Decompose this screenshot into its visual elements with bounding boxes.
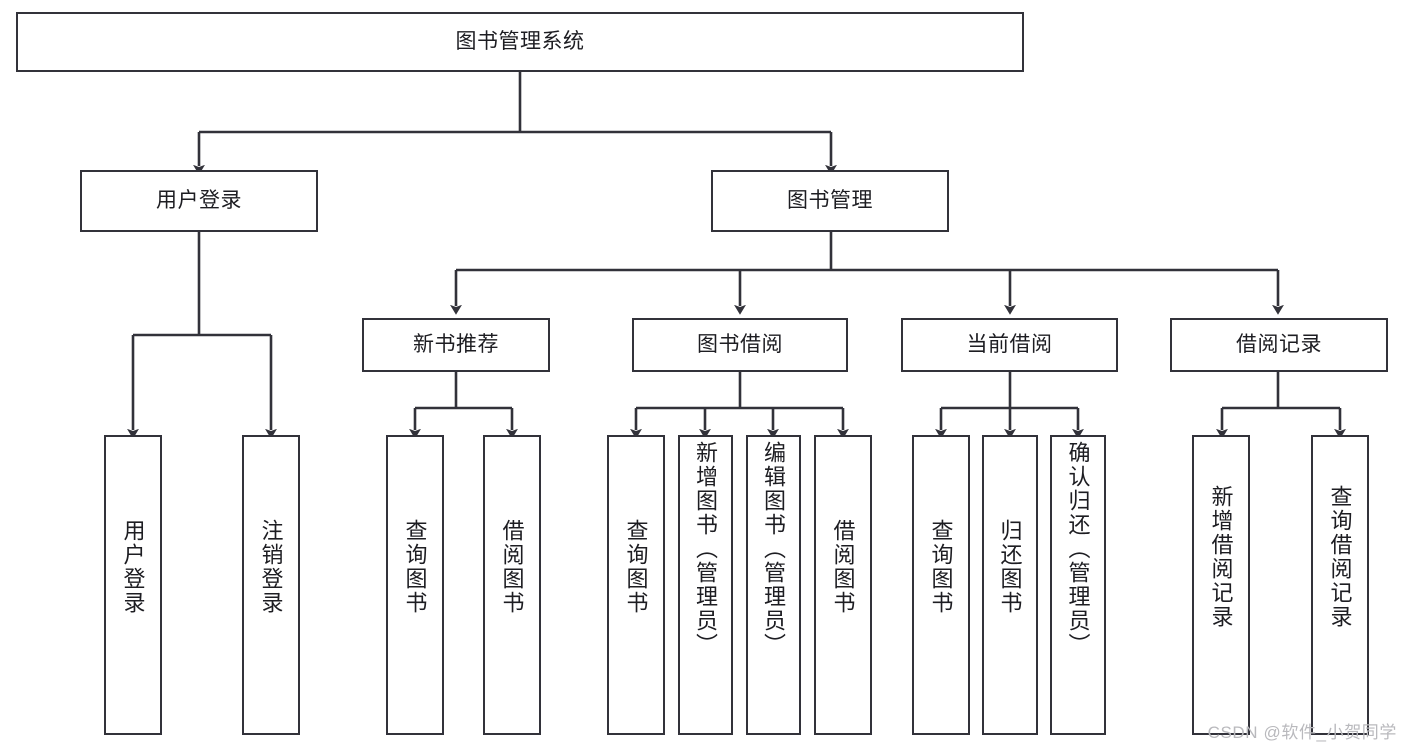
leaf-user-login-2[interactable]: 注销登录 [242,435,300,735]
node-new-book-recommend[interactable]: 新书推荐 [362,318,550,372]
node-borrow-record[interactable]: 借阅记录 [1170,318,1388,372]
leaf-borrow-record-1[interactable]: 新增借阅记录 [1192,435,1250,735]
leaf-new-book-2-label: 借阅图书 [499,519,525,615]
leaf-current-borrow-1-label: 查询图书 [928,519,954,615]
leaf-new-book-2[interactable]: 借阅图书 [483,435,541,735]
leaf-book-borrow-2-label: 新增图书（管理员） [693,441,719,657]
leaf-borrow-record-2-label: 查询借阅记录 [1327,485,1353,629]
node-user-login[interactable]: 用户登录 [80,170,318,232]
leaf-current-borrow-3[interactable]: 确认归还（管理员） [1050,435,1106,735]
leaf-book-borrow-1-label: 查询图书 [623,519,649,615]
leaf-user-login-1-label: 用户登录 [120,519,146,615]
leaf-new-book-1[interactable]: 查询图书 [386,435,444,735]
leaf-book-borrow-4[interactable]: 借阅图书 [814,435,872,735]
leaf-new-book-1-label: 查询图书 [402,519,428,615]
leaf-current-borrow-3-label: 确认归还（管理员） [1065,441,1091,657]
node-current-borrow-label: 当前借阅 [966,333,1053,357]
leaf-current-borrow-2-label: 归还图书 [997,519,1023,615]
node-user-login-label: 用户登录 [156,189,242,213]
node-borrow-record-label: 借阅记录 [1236,333,1322,357]
leaf-book-borrow-2[interactable]: 新增图书（管理员） [678,435,733,735]
leaf-borrow-record-1-label: 新增借阅记录 [1208,485,1234,629]
leaf-user-login-2-label: 注销登录 [258,519,284,615]
csdn-watermark: CSDN @软件_小贺同学 [1207,723,1397,742]
leaf-current-borrow-2[interactable]: 归还图书 [982,435,1038,735]
leaf-book-borrow-3[interactable]: 编辑图书（管理员） [746,435,801,735]
node-new-book-recommend-label: 新书推荐 [413,333,499,357]
node-current-borrow[interactable]: 当前借阅 [901,318,1118,372]
leaf-borrow-record-2[interactable]: 查询借阅记录 [1311,435,1369,735]
node-root-label: 图书管理系统 [455,30,585,54]
leaf-book-borrow-3-label: 编辑图书（管理员） [761,441,787,657]
leaf-user-login-1[interactable]: 用户登录 [104,435,162,735]
leaf-book-borrow-1[interactable]: 查询图书 [607,435,665,735]
node-book-manage[interactable]: 图书管理 [711,170,949,232]
node-root[interactable]: 图书管理系统 [16,12,1024,72]
node-book-borrow-label: 图书借阅 [697,333,783,357]
node-book-manage-label: 图书管理 [787,189,873,213]
leaf-current-borrow-1[interactable]: 查询图书 [912,435,970,735]
leaf-book-borrow-4-label: 借阅图书 [830,519,856,615]
node-book-borrow[interactable]: 图书借阅 [632,318,848,372]
